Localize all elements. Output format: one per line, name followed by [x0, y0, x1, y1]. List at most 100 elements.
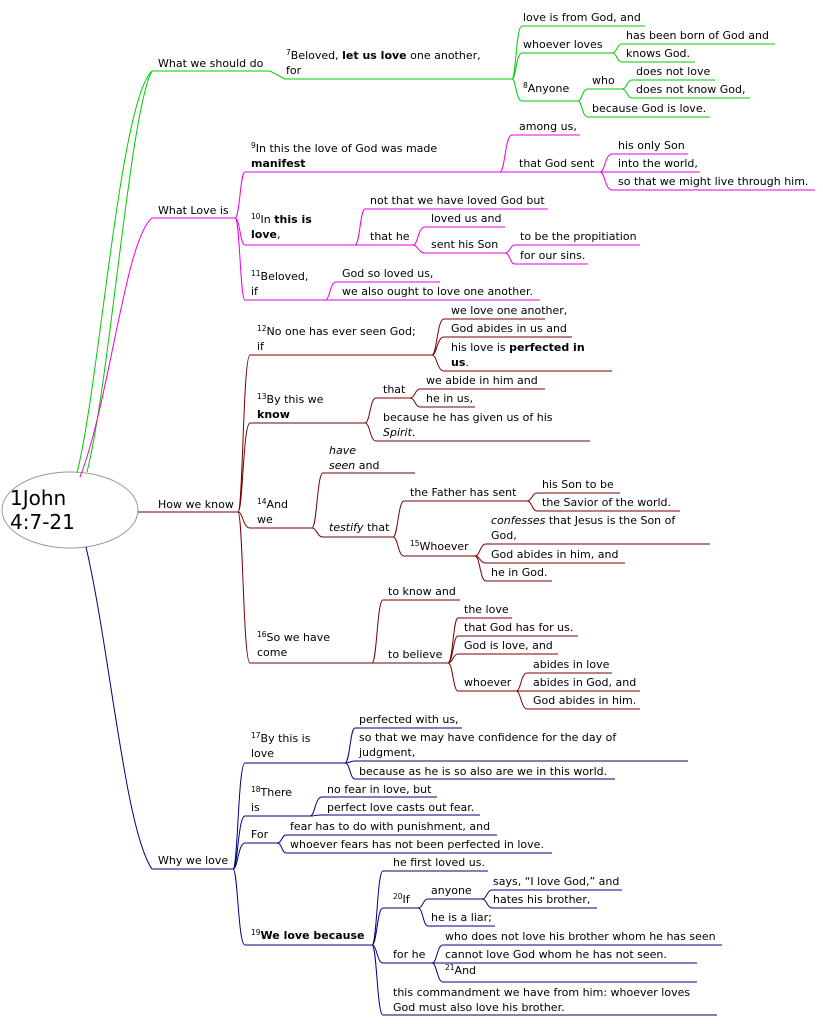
- that-node: that: [383, 383, 406, 396]
- not-that-we-loved-node: not that we have loved God but: [370, 194, 545, 207]
- confidence-node: so that we may have confidence for the d…: [359, 731, 617, 759]
- root-node-outline: [1, 471, 139, 549]
- verse-number: 16: [257, 630, 267, 639]
- verse-20-node: 20If: [393, 892, 410, 906]
- verse-7-node: 7Beloved, let us love one another,for: [286, 48, 481, 77]
- verse-19-node: 19We love because: [251, 928, 365, 942]
- verse-number: 19: [251, 928, 261, 937]
- abides-in-love-node: abides in love: [533, 658, 610, 671]
- verse-15-node: 15Whoever: [410, 539, 469, 553]
- because-god-is-love-node: because God is love.: [592, 102, 707, 115]
- testify-node: testify that: [329, 521, 390, 534]
- we-abide-in-him-node: we abide in him and: [426, 374, 538, 387]
- abides-in-god-node: abides in God, and: [533, 676, 637, 689]
- verse-number: 18: [251, 785, 261, 794]
- verse-number: 15: [410, 539, 420, 548]
- verse-number: 21: [445, 963, 455, 972]
- verse-number: 20: [393, 892, 403, 901]
- god-abides-in-him-node: God abides in him, and: [491, 548, 619, 561]
- ought-to-love-node: we also ought to love one another.: [342, 285, 534, 298]
- sent-his-son-node: sent his Son: [431, 238, 499, 251]
- god-has-for-us-node: that God has for us.: [464, 621, 574, 634]
- for-our-sins-node: for our sins.: [520, 249, 586, 262]
- branch-what-love-is-links: [79, 134, 815, 478]
- fear-punishment-node: fear has to do with punishment, and: [290, 820, 491, 833]
- savior-of-world-node: the Savior of the world.: [542, 496, 672, 509]
- root-node: 1John 4:7-21: [10, 486, 75, 534]
- knows-god-node: knows God.: [626, 47, 691, 60]
- verse-number: 7: [286, 48, 291, 57]
- verse-number: 14: [257, 497, 267, 506]
- god-abides-in-us-node: God abides in us and: [451, 322, 567, 335]
- branch-label-what-love-is: What Love is: [158, 204, 229, 217]
- verse-number: 10: [251, 212, 261, 221]
- we-love-one-another-node: we love one another,: [451, 304, 568, 317]
- no-fear-node: no fear in love, but: [327, 783, 432, 796]
- his-son-to-be-node: his Son to be: [542, 478, 614, 491]
- whoever-fears-node: whoever fears has not been perfected in …: [290, 838, 544, 851]
- the-love-node: the love: [464, 603, 509, 616]
- he-in-god-node: he in God.: [491, 566, 548, 579]
- live-through-him-node: so that we might live through him.: [618, 175, 809, 188]
- branch-what-we-should-do-links: [76, 25, 775, 474]
- branch-label-why-we-love: Why we love: [158, 854, 229, 867]
- branch-how-we-know-links: [138, 318, 710, 710]
- branch-why-we-love-links: [85, 546, 722, 1016]
- who-node: who: [592, 74, 615, 87]
- to-believe-node: to believe: [388, 648, 443, 661]
- branch-label-what-we-should-do: What we should do: [158, 57, 264, 70]
- born-of-god-node: has been born of God and: [626, 29, 769, 42]
- perfected-with-us-node: perfected with us,: [359, 713, 459, 726]
- god-so-loved-us-node: God so loved us,: [342, 267, 434, 280]
- root-title-line-2: 4:7-21: [10, 510, 75, 534]
- does-not-love-node: does not love: [636, 65, 711, 78]
- root-title-line-1: 1John: [10, 486, 67, 510]
- whoever-node: whoever: [464, 676, 512, 689]
- verse-number: 13: [257, 392, 267, 401]
- he-in-us-node: he in us,: [426, 392, 473, 405]
- for-node: For: [251, 828, 269, 841]
- loved-us-node: loved us and: [431, 212, 502, 225]
- commandment-node: this commandment we have from him: whoev…: [393, 986, 691, 1014]
- does-not-know-god-node: does not know God,: [636, 83, 746, 96]
- father-has-sent-node: the Father has sent: [410, 486, 517, 499]
- to-know-node: to know and: [388, 585, 456, 598]
- who-does-not-love-node: who does not love his brother whom he ha…: [445, 930, 716, 943]
- into-the-world-node: into the world,: [618, 157, 698, 170]
- love-is-from-god-node: love is from God, and: [523, 11, 641, 24]
- cannot-love-god-node: cannot love God whom he has not seen.: [445, 948, 667, 961]
- that-god-sent-node: that God sent: [519, 157, 595, 170]
- says-i-love-god-node: says, “I love God,” and: [493, 875, 620, 888]
- liar-node: he is a liar;: [431, 911, 492, 924]
- for-he-node: for he: [393, 948, 426, 961]
- god-is-love-node: God is love, and: [464, 639, 553, 652]
- verse-12-node: 12No one has ever seen God;if: [257, 324, 416, 353]
- anyone-node: anyone: [431, 884, 472, 897]
- verse-number: 11: [251, 269, 261, 278]
- hates-brother-node: hates his brother,: [493, 893, 591, 906]
- verse-number: 9: [251, 141, 256, 150]
- propitiation-node: to be the propitiation: [520, 230, 637, 243]
- branch-label-how-we-know: How we know: [158, 498, 234, 511]
- as-he-is-node: because as he is so also are we in this …: [359, 765, 608, 778]
- verse-8-node: 8Anyone: [523, 81, 570, 95]
- among-us-node: among us,: [519, 120, 577, 133]
- god-abides-node: God abides in him.: [533, 694, 637, 707]
- that-he-node: that he: [370, 230, 410, 243]
- verse-number: 12: [257, 324, 267, 333]
- perfect-love-node: perfect love casts out fear.: [327, 801, 475, 814]
- verse-number: 8: [523, 81, 528, 90]
